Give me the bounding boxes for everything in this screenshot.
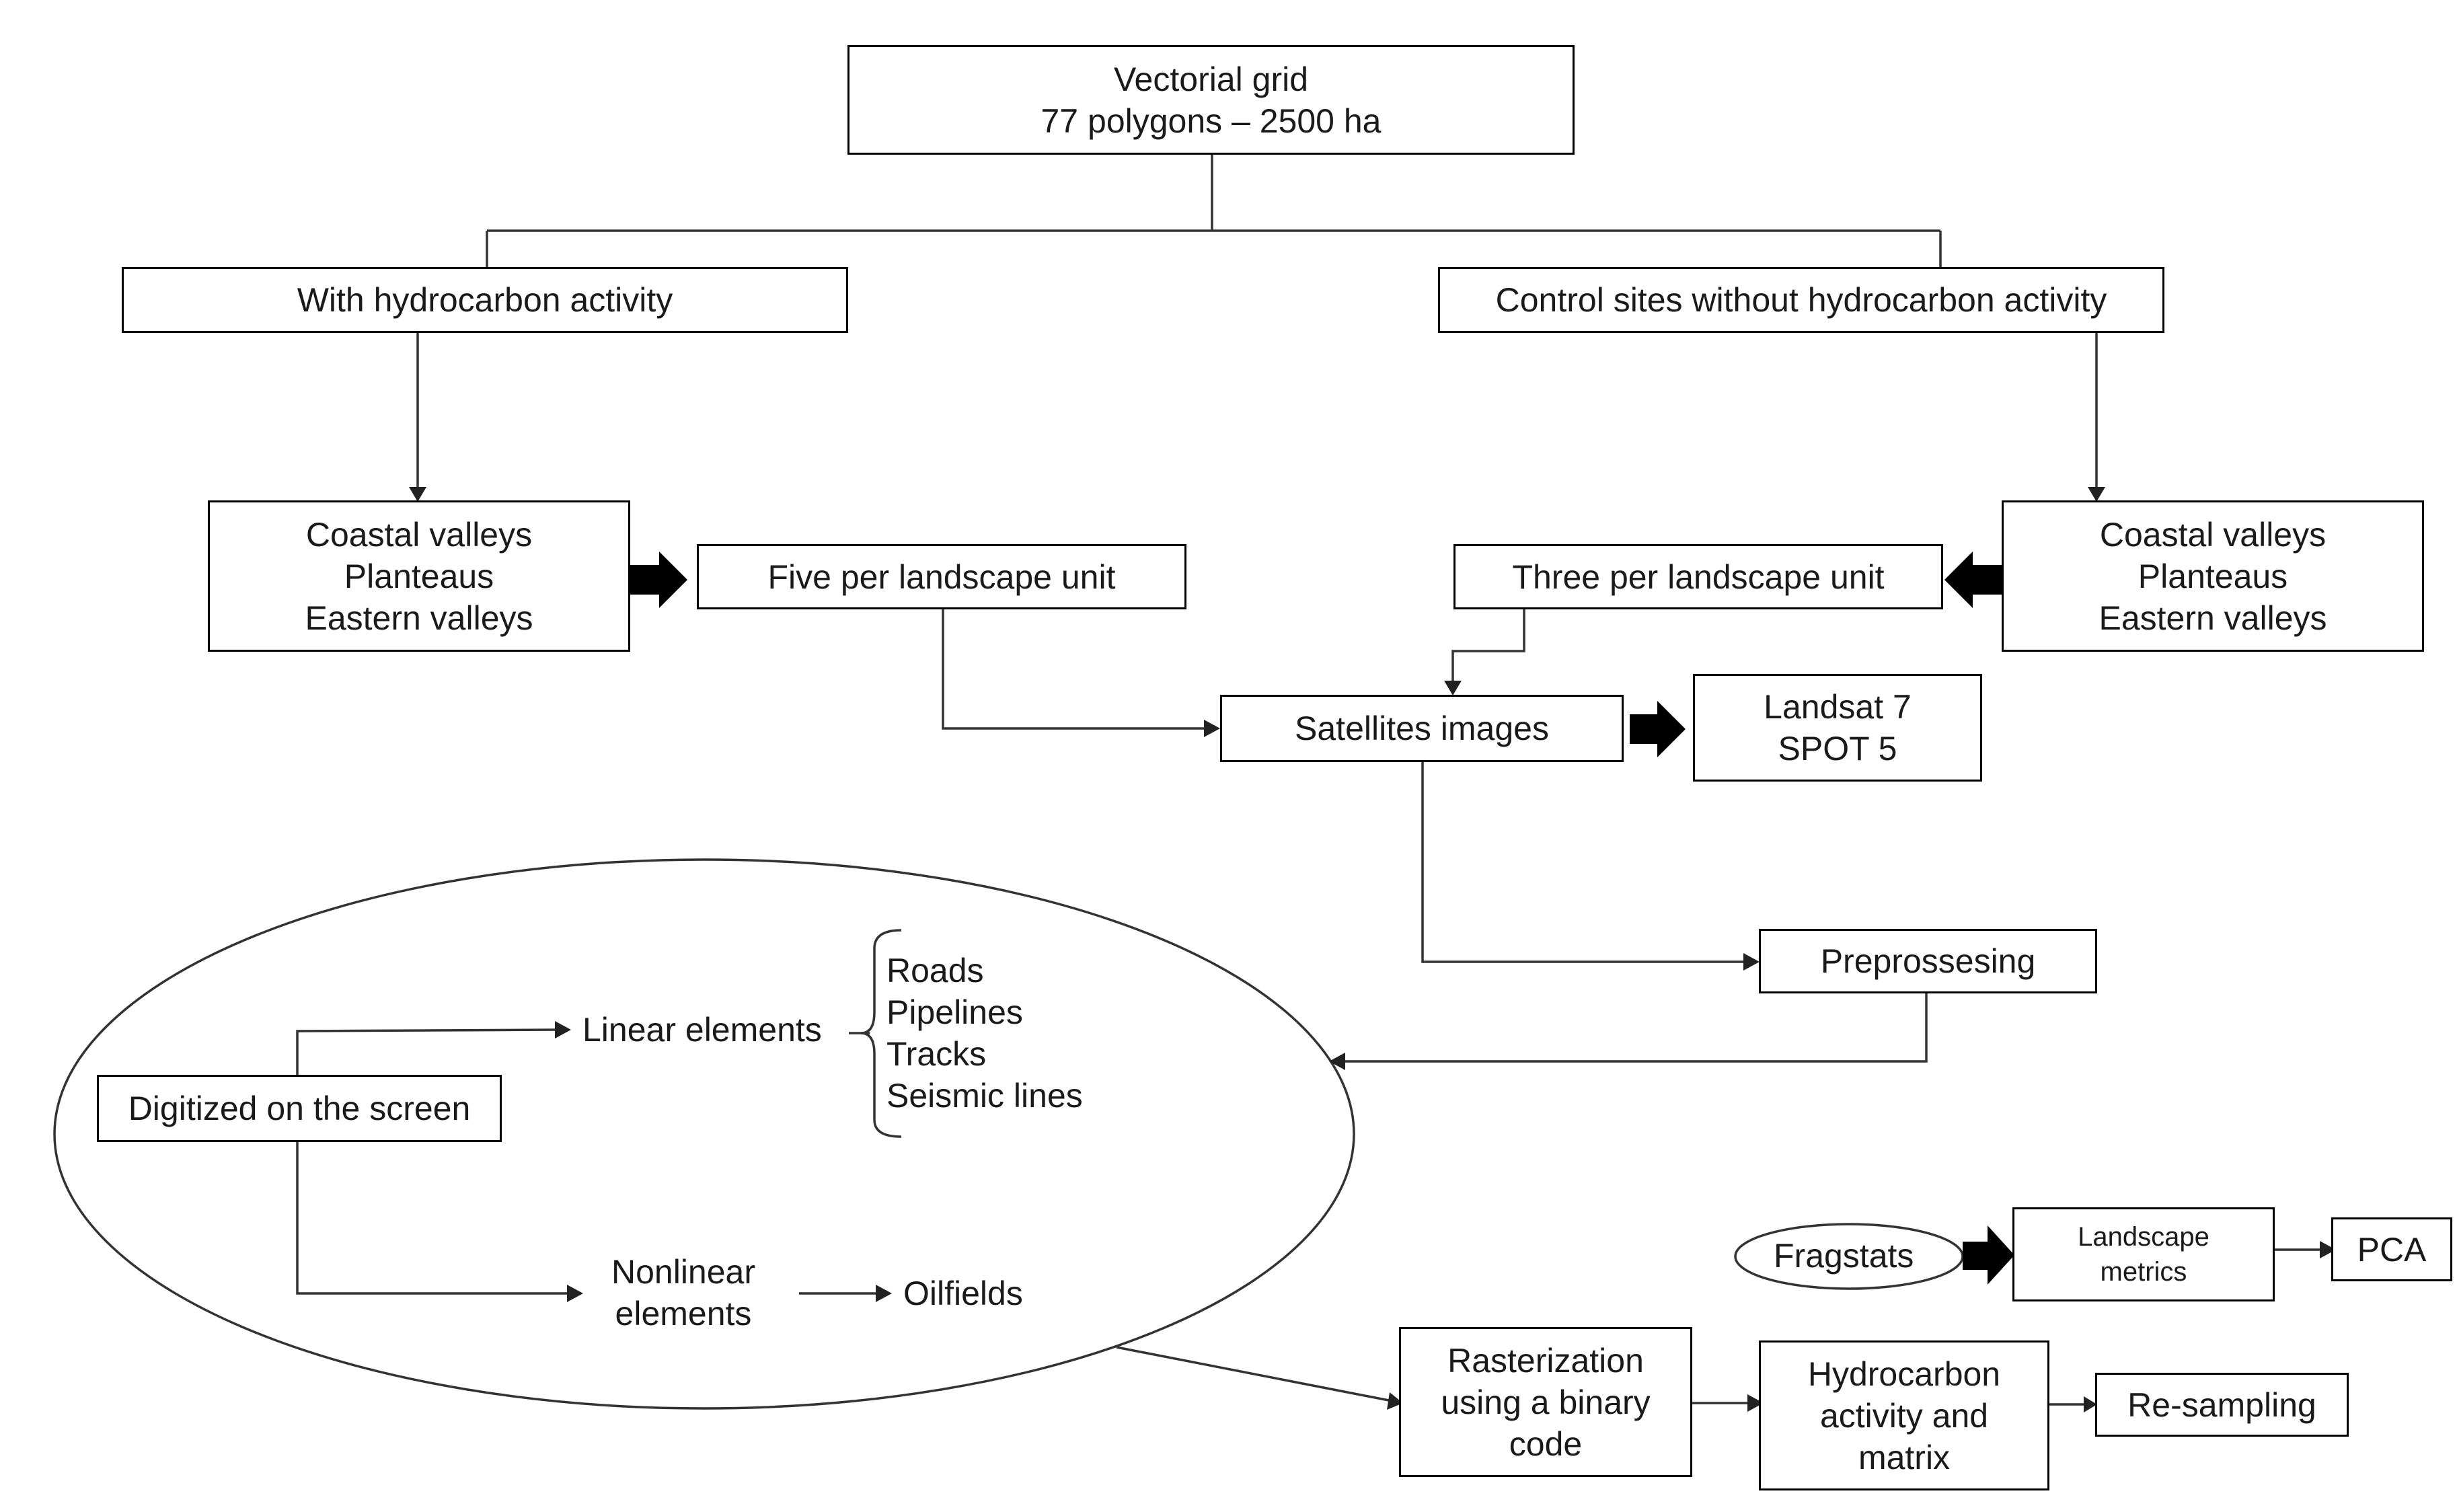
linear-items-list: Roads Pipelines Tracks Seismic lines: [886, 950, 1083, 1117]
sensor-spot: SPOT 5: [1778, 730, 1897, 767]
matrix-line3: matrix: [1858, 1438, 1951, 1476]
arrowhead-oilfields: [876, 1285, 892, 1302]
linear-items-brace: [860, 929, 902, 1138]
hydrocarbon-matrix-box: Hydrocarbon activity and matrix: [1759, 1340, 2049, 1490]
with-hydrocarbon-box: With hydrocarbon activity: [122, 267, 848, 333]
left-unit-coastal: Coastal valleys: [305, 515, 533, 554]
block-arrow-fragstats: [1963, 1225, 2014, 1285]
nonlinear-elements-label: Nonlinear elements: [589, 1251, 778, 1334]
raster-line1: Rasterization: [1447, 1341, 1644, 1379]
metrics-line1: Landscape: [2078, 1222, 2209, 1252]
right-unit-coastal: Coastal valleys: [2099, 515, 2327, 554]
linear-item-roads: Roads: [886, 952, 984, 989]
left-unit-planteaus: Planteaus: [344, 557, 494, 595]
raster-line3: code: [1509, 1425, 1583, 1463]
satellite-images-box: Satellites images: [1220, 695, 1624, 762]
fragstats-label: Fragstats: [1774, 1237, 1914, 1275]
right-landscape-units-box: Coastal valleys Planteaus Eastern valley…: [2002, 500, 2424, 652]
satellite-images-label: Satellites images: [1295, 710, 1549, 747]
prep-to-ellipse-line: [1345, 993, 1928, 1063]
arrowhead-with-units: [409, 487, 426, 502]
arrowhead-pca: [2320, 1241, 2336, 1258]
linear-item-pipelines: Pipelines: [886, 993, 1023, 1031]
three-per-unit-box: Three per landscape unit: [1453, 544, 1943, 609]
arrowhead-satellite-from-five: [1204, 720, 1220, 737]
block-arrow-sensors: [1630, 701, 1686, 757]
three-to-satellite-line: [1451, 609, 1525, 681]
pca-box: PCA: [2331, 1217, 2452, 1281]
digitization-ellipse: [53, 858, 1355, 1410]
digitized-to-nonlinear-line: [296, 1142, 567, 1295]
three-per-unit-label: Three per landscape unit: [1512, 558, 1885, 596]
control-sites-box: Control sites without hydrocarbon activi…: [1438, 267, 2164, 333]
digitized-to-linear-line: [296, 1028, 556, 1075]
vectorial-grid-subtitle: 77 polygons – 2500 ha: [1041, 102, 1382, 140]
matrix-line2: activity and: [1819, 1396, 1989, 1435]
five-per-unit-label: Five per landscape unit: [767, 558, 1116, 596]
resampling-box: Re-sampling: [2095, 1373, 2349, 1437]
arrowhead-control-units: [2088, 487, 2105, 502]
resampling-label: Re-sampling: [2127, 1386, 2316, 1424]
right-unit-eastern: Eastern valleys: [2099, 599, 2327, 637]
sensors-box: Landsat 7 SPOT 5: [1693, 674, 1982, 782]
pca-label: PCA: [2357, 1230, 2427, 1269]
linear-item-seismic: Seismic lines: [886, 1077, 1083, 1114]
arrowhead-satellite-from-three: [1444, 681, 1462, 695]
with-hydrocarbon-label: With hydrocarbon activity: [297, 281, 673, 319]
rasterization-box: Rasterization using a binary code: [1399, 1327, 1692, 1477]
nonlinear-line2: elements: [615, 1295, 752, 1332]
nonlinear-line1: Nonlinear: [611, 1253, 755, 1291]
digitized-label: Digitized on the screen: [128, 1090, 471, 1127]
arrowhead-resampling: [2084, 1396, 2097, 1412]
ellipse-to-raster-line: [1116, 1346, 1393, 1402]
arrowhead-prep: [1743, 953, 1760, 971]
arrowhead-ellipse: [1329, 1053, 1345, 1070]
block-arrow-right-units: [1944, 552, 2002, 608]
linear-item-tracks: Tracks: [886, 1035, 987, 1073]
landscape-metrics-box: Landscape metrics: [2012, 1207, 2275, 1301]
satellite-to-prep-line: [1421, 762, 1743, 963]
control-sites-label: Control sites without hydrocarbon activi…: [1495, 281, 2107, 319]
arrowhead-matrix: [1747, 1394, 1764, 1412]
vectorial-grid-box: Vectorial grid 77 polygons – 2500 ha: [847, 45, 1575, 155]
right-unit-planteaus: Planteaus: [2138, 557, 2288, 595]
arrowhead-nonlinear: [567, 1285, 583, 1302]
block-arrow-left-units: [630, 552, 687, 608]
left-landscape-units-box: Coastal valleys Planteaus Eastern valley…: [208, 500, 630, 652]
oilfields-label: Oilfields: [903, 1275, 1023, 1312]
linear-elements-label: Linear elements: [582, 1011, 822, 1049]
five-to-satellite-line: [942, 609, 1204, 730]
preprocessing-box: Preprossesing: [1759, 929, 2097, 993]
preprocessing-label: Preprossesing: [1820, 942, 2036, 980]
left-unit-eastern: Eastern valleys: [305, 599, 533, 637]
arrowhead-raster: [1387, 1392, 1403, 1410]
metrics-line2: metrics: [2100, 1257, 2187, 1287]
vectorial-grid-title: Vectorial grid: [1113, 60, 1309, 98]
matrix-line1: Hydrocarbon: [1807, 1355, 2001, 1393]
raster-line2: using a binary: [1441, 1383, 1651, 1421]
five-per-unit-box: Five per landscape unit: [697, 544, 1186, 609]
sensor-landsat: Landsat 7: [1764, 688, 1912, 726]
digitized-box: Digitized on the screen: [97, 1075, 502, 1142]
arrowhead-linear: [555, 1021, 571, 1038]
